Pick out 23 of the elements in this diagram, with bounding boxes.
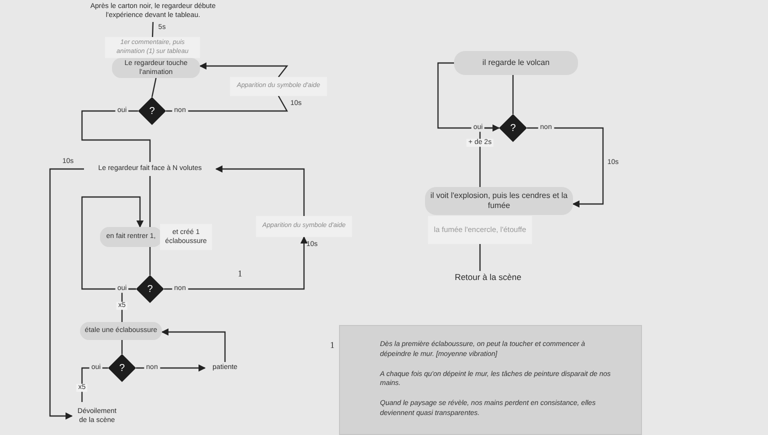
process-box: il regarde le volcan <box>454 51 578 75</box>
end-text: Retour à la scène <box>440 271 536 285</box>
arrow <box>161 328 226 362</box>
connector-line <box>149 247 151 275</box>
connector-line <box>479 127 499 187</box>
connector-line <box>151 78 157 98</box>
connector-line <box>479 244 481 271</box>
arrow <box>215 165 305 216</box>
connector-line <box>512 75 514 114</box>
connector-line <box>81 110 151 162</box>
connector-line <box>152 22 154 38</box>
callout-number: 1 <box>330 340 334 352</box>
arrow <box>437 62 500 132</box>
connector-line <box>166 96 288 112</box>
arrow <box>164 236 308 290</box>
arrow <box>81 196 144 290</box>
connector-line <box>149 176 151 227</box>
arrow <box>49 168 84 420</box>
arrow <box>199 62 288 78</box>
connector-line <box>121 340 123 354</box>
callout-number: 1 <box>236 268 244 280</box>
process-box: il voit l'explosion, puis les cendres et la fumée <box>425 187 573 215</box>
arrow <box>527 127 604 208</box>
